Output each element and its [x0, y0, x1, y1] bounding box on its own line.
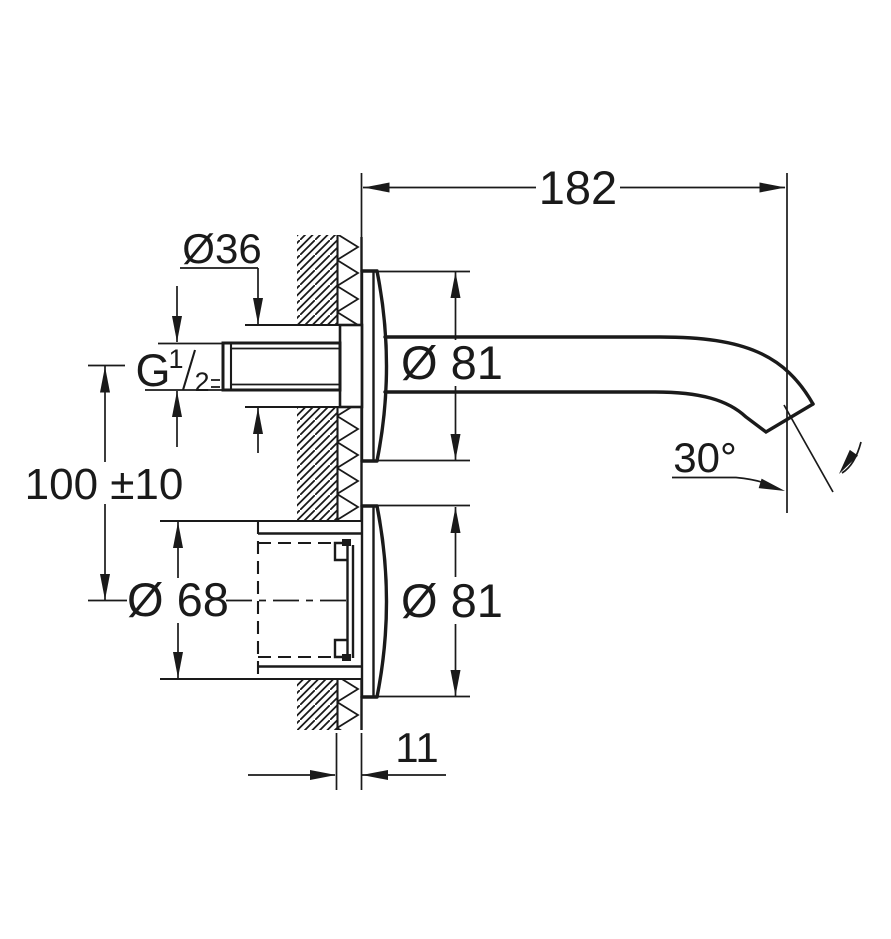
wall-section — [297, 235, 363, 730]
dim-68-arrow-up — [173, 522, 183, 548]
dim-11-label: 11 — [395, 724, 439, 771]
angle-arc — [841, 441, 862, 474]
escutcheon-upper — [360, 269, 389, 463]
dim-g12-arrow-up — [172, 391, 182, 417]
thread-denominator: 2 — [194, 367, 209, 397]
thread-size-label: G 1 2 — [135, 344, 220, 397]
angle-reference-line — [783, 404, 834, 493]
dim-reach-182: 182 — [360, 161, 788, 513]
dim-g12-arrow-down — [172, 316, 182, 342]
dim-182-arrow-left — [363, 182, 390, 193]
dim-81u-label: Ø 81 — [401, 336, 503, 389]
fixing-brackets — [333, 541, 347, 659]
wall-hatch-middle — [297, 407, 338, 521]
dim-68-label: Ø 68 — [127, 573, 229, 626]
thread-letter: G — [135, 345, 170, 396]
dim-36-arrow-down — [253, 298, 263, 324]
dim-30-label: 30° — [673, 434, 737, 481]
dim-11-arrow-left — [362, 770, 388, 780]
escutcheon-lower — [360, 504, 389, 699]
dim-100-label: 100 ±10 — [25, 460, 184, 509]
fixing-screw-bottom — [342, 654, 351, 661]
dim-36-label: Ø36 — [182, 225, 261, 272]
angle-arc-arrow — [834, 449, 859, 477]
concealed-body-edges — [258, 541, 335, 659]
dim-center-distance-100: 100 ±10 — [25, 364, 184, 602]
inch-mark — [211, 379, 220, 388]
dim-100-arrow-down — [100, 574, 110, 600]
wall-hatch-bottom — [297, 680, 338, 730]
concealed-valve-assembly — [160, 504, 389, 699]
wall-finish-hatch-bottom — [337, 680, 362, 730]
dim-11-arrow-right — [310, 770, 336, 780]
fraction-slash — [181, 349, 197, 391]
thread-lines — [231, 347, 340, 386]
cartridge-sleeve — [346, 545, 355, 658]
wall-hatch-top — [297, 235, 338, 325]
wall-finish-hatch-top — [337, 235, 362, 325]
dim-81u-arrow-top — [450, 272, 461, 298]
spout-bottom-outlet — [383, 390, 815, 435]
dim-escutcheon-lower-81: Ø 81 — [362, 504, 503, 698]
wall-finish-hatch-middle — [337, 407, 362, 521]
dim-81l-arrow-bottom — [450, 670, 461, 696]
dim-182-extension-lines — [360, 173, 788, 513]
dim-escutcheon-upper-81: Ø 81 — [362, 270, 503, 462]
threaded-nipple — [221, 341, 342, 392]
dim-36-arrow-up — [253, 408, 263, 434]
dim-81l-extension-lines — [362, 504, 470, 698]
dim-81u-extension-lines — [362, 270, 470, 462]
dim-100-arrow-up — [100, 366, 110, 393]
dim-81l-arrow-top — [450, 507, 461, 533]
dim-68-arrow-down — [173, 652, 183, 678]
dim-wall-finish-11: 11 — [248, 724, 446, 790]
dim-100-ticks — [88, 364, 127, 602]
fixing-screw-top — [342, 539, 351, 546]
dim-11-extension-lines — [335, 733, 363, 790]
wall-sleeve — [338, 323, 364, 409]
dim-recess-68: Ø 68 — [127, 522, 229, 678]
dim-sleeve-36: Ø36 — [180, 225, 263, 453]
angle-leader-arrow — [758, 478, 787, 496]
thread-numerator: 1 — [168, 344, 183, 374]
spout-top-line — [383, 335, 815, 406]
dim-182-label: 182 — [539, 161, 617, 214]
dim-182-arrow-right — [759, 182, 786, 193]
dim-thread-g12: G 1 2 — [135, 286, 223, 447]
dim-81l-label: Ø 81 — [401, 574, 503, 627]
dim-spout-angle-30: 30° — [672, 404, 862, 496]
dim-81u-arrow-bottom — [450, 434, 461, 460]
